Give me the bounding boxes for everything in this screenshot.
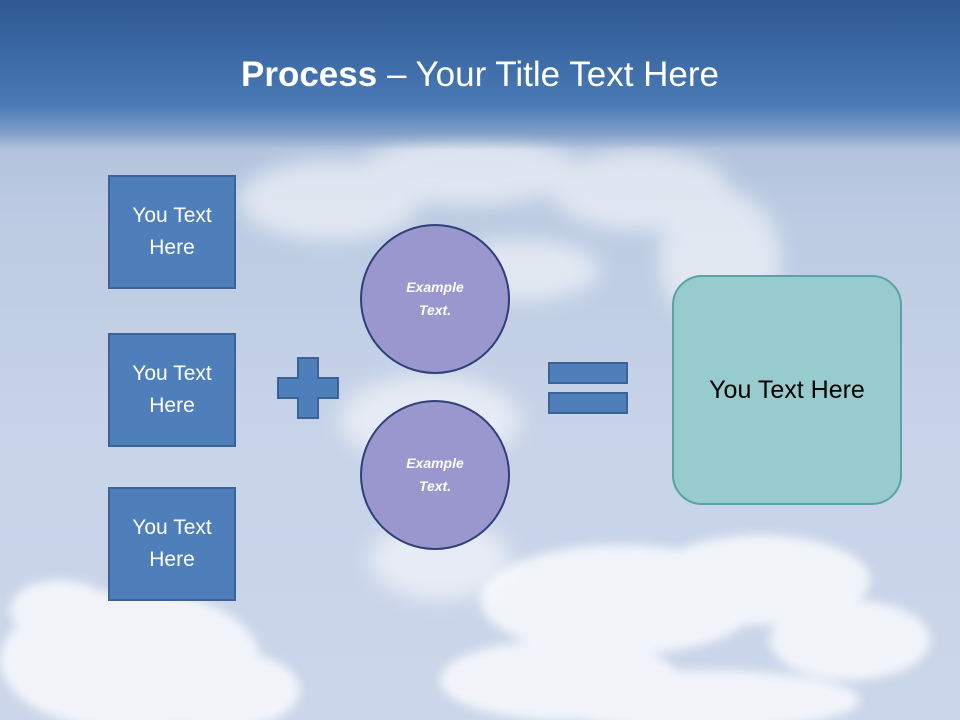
plus-icon (277, 357, 339, 419)
input-box-1[interactable]: You Text Here (108, 175, 236, 289)
result-box-label: You Text Here (709, 375, 865, 404)
slide-title[interactable]: Process – Your Title Text Here (0, 52, 960, 98)
input-box-2[interactable]: You Text Here (108, 333, 236, 447)
title-rest: – Your Title Text Here (377, 55, 719, 94)
input-box-label: You Text Here (132, 516, 212, 571)
input-box-label: You Text Here (132, 204, 212, 259)
example-circle-1[interactable]: Example Text. (360, 224, 510, 374)
title-bold: Process (241, 55, 378, 94)
input-box-3[interactable]: You Text Here (108, 487, 236, 601)
example-circle-label: Example Text. (406, 455, 464, 494)
equals-icon (548, 362, 628, 414)
example-circle-2[interactable]: Example Text. (360, 400, 510, 550)
result-box[interactable]: You Text Here (672, 275, 902, 505)
example-circle-label: Example Text. (406, 279, 464, 318)
title-header-band (0, 0, 960, 150)
input-box-label: You Text Here (132, 362, 212, 417)
